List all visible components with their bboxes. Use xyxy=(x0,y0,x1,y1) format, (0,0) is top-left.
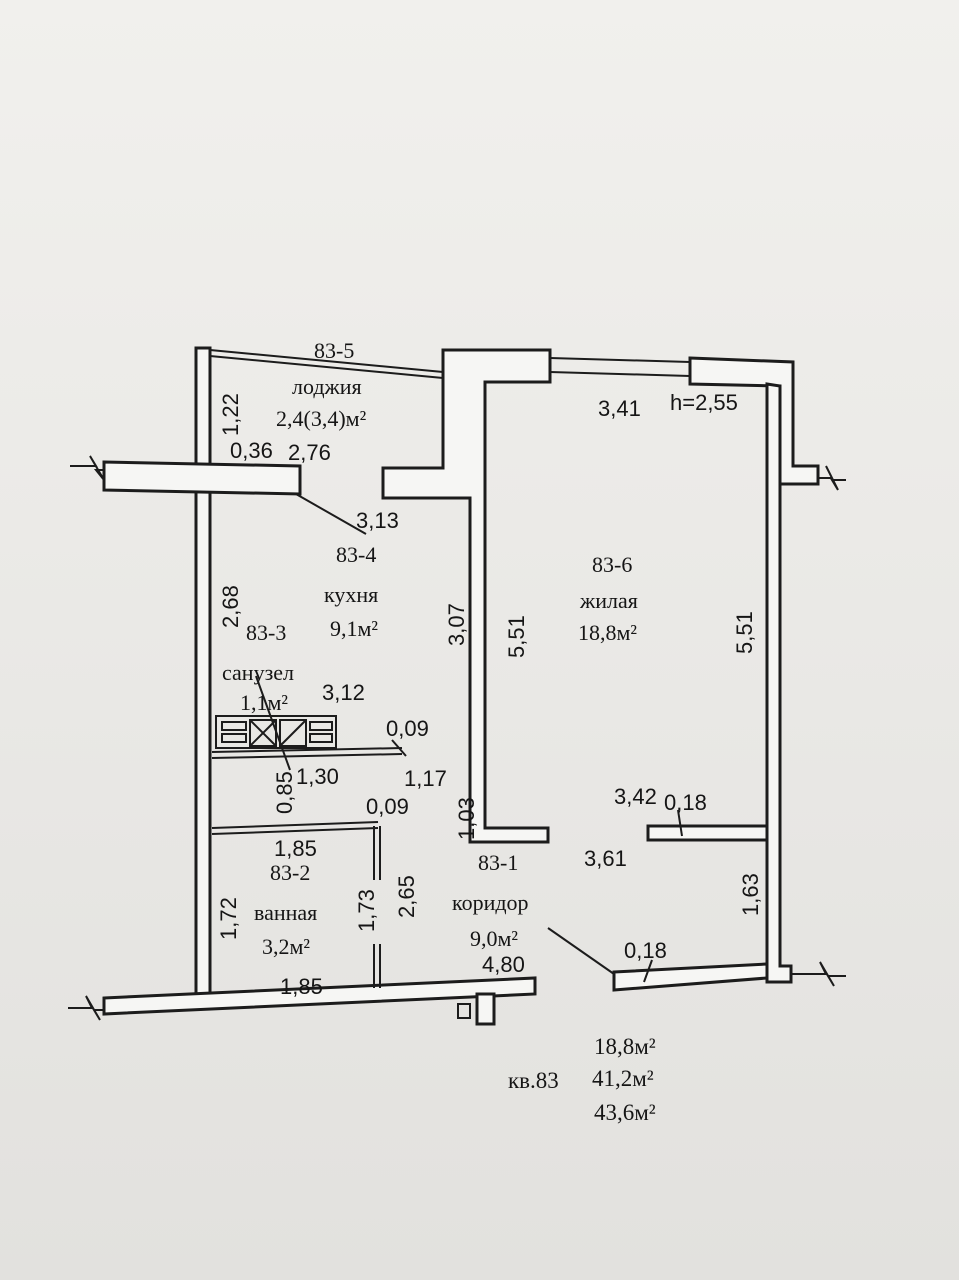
dim-closet-depth: 1,63 xyxy=(738,873,763,916)
living-id: 83-6 xyxy=(592,552,632,577)
break-mark-left-bottom xyxy=(68,995,104,1021)
wall-kitchen-loggia xyxy=(102,460,302,496)
bath-area: 3,2м² xyxy=(262,934,310,959)
corridor-name: коридор xyxy=(452,890,529,915)
summary-total: 41,2м² xyxy=(592,1066,654,1091)
kitchen-area: 9,1м² xyxy=(330,616,378,641)
dim-wall-a: 0,18 xyxy=(664,790,707,815)
break-mark-right-bottom xyxy=(791,961,846,987)
leader-kitchen-diag xyxy=(295,493,367,535)
window-frame-top xyxy=(549,357,691,363)
corridor-id: 83-1 xyxy=(478,850,518,875)
dim-kitchen-diag: 3,13 xyxy=(356,508,399,533)
dim-living-top: 3,41 xyxy=(598,396,641,421)
bath-top-partition xyxy=(211,821,379,829)
living-name: жилая xyxy=(579,588,638,613)
wall-living-stub xyxy=(646,824,769,842)
wall-pier xyxy=(381,348,552,844)
dim-loggia-a: 0,36 xyxy=(230,438,273,463)
dim-living-bottom: 3,42 xyxy=(614,784,657,809)
dim-bath-corr: 2,65 xyxy=(394,875,419,918)
leader-wc-wall xyxy=(391,739,407,757)
wc-id: 83-3 xyxy=(246,620,286,645)
leader-wall-a xyxy=(677,809,683,837)
bath-id: 83-2 xyxy=(270,860,310,885)
dim-wc-depth: 0,85 xyxy=(272,771,297,814)
summary-label: кв.83 xyxy=(508,1068,559,1093)
kitchen-id: 83-4 xyxy=(336,542,376,567)
wc-name: санузел xyxy=(222,660,294,685)
riser-box xyxy=(457,1003,471,1019)
dim-corr-width: 3,61 xyxy=(584,846,627,871)
dim-bath-left: 1,72 xyxy=(216,897,241,940)
dim-living-right: 5,51 xyxy=(732,611,757,654)
ceiling-height: h=2,55 xyxy=(670,390,738,415)
break-mark-left-top xyxy=(70,455,105,481)
dim-bath-bottom: 1,85 xyxy=(280,974,323,999)
wc-top-partition xyxy=(211,747,403,753)
dim-wc-wall: 0,09 xyxy=(386,716,429,741)
bath-name: ванная xyxy=(254,900,317,925)
kitchen-name: кухня xyxy=(324,582,378,607)
dim-living-left: 5,51 xyxy=(504,615,529,658)
summary-living: 18,8м² xyxy=(594,1034,656,1059)
dim-wc-len: 1,30 xyxy=(296,764,339,789)
break-mark-right-top xyxy=(818,465,846,491)
dim-loggia-depth: 1,22 xyxy=(218,393,243,436)
dim-corr-small: 1,03 xyxy=(454,797,479,840)
loggia-rail xyxy=(209,349,444,373)
loggia-area: 2,4(3,4)м² xyxy=(276,406,367,431)
dim-kitchen-left: 2,68 xyxy=(218,585,243,628)
dim-bath-right: 1,73 xyxy=(354,889,379,932)
loggia-id: 83-5 xyxy=(314,338,354,363)
leader-corridor xyxy=(547,927,615,975)
loggia-name: лоджия xyxy=(292,374,362,399)
dim-bath-wall: 0,09 xyxy=(366,794,409,819)
dim-kitchen-right: 3,07 xyxy=(444,603,469,646)
dim-corr-bottom: 4,80 xyxy=(482,952,525,977)
wall-right-pier xyxy=(688,356,820,486)
wc-top-partition-inner xyxy=(211,753,403,759)
wall-closet-bottom xyxy=(612,962,769,992)
window-frame-bottom xyxy=(549,371,691,377)
dim-bath-top: 1,85 xyxy=(274,836,317,861)
wall-left-outer xyxy=(194,346,212,1000)
wall-right-outer xyxy=(765,382,793,984)
wc-area: 1,1м² xyxy=(240,690,288,715)
dim-wc-width: 3,12 xyxy=(322,680,365,705)
dim-wall-b: 0,18 xyxy=(624,938,667,963)
leader-wall-b xyxy=(643,959,653,983)
summary-total-loggia: 43,6м² xyxy=(594,1100,656,1125)
corridor-area: 9,0м² xyxy=(470,926,518,951)
wall-bottom-outer xyxy=(102,976,537,1016)
wall-riser xyxy=(475,992,496,1026)
living-area: 18,8м² xyxy=(578,620,637,645)
bath-top-partition-inner xyxy=(211,827,379,835)
loggia-rail-inner xyxy=(209,355,444,379)
dim-loggia-b: 2,76 xyxy=(288,440,331,465)
ventilation-block xyxy=(215,715,337,749)
leader-wc xyxy=(255,675,291,771)
dim-mid-len: 1,17 xyxy=(404,766,447,791)
